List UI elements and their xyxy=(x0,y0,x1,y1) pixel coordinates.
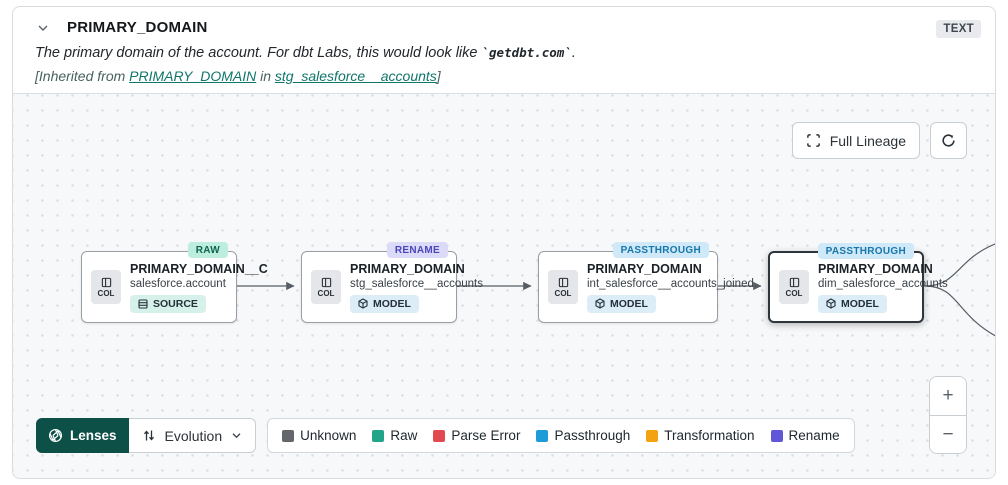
node-column-name: PRIMARY_DOMAIN xyxy=(818,261,933,276)
refresh-button[interactable] xyxy=(930,122,967,159)
node-model-name: salesforce.account xyxy=(130,277,226,290)
chevron-down-icon xyxy=(231,432,242,439)
model-cube-icon xyxy=(595,298,605,309)
model-cube-icon xyxy=(358,298,368,309)
evolution-badge: PASSTHROUGH xyxy=(817,243,914,259)
node-type-tag: MODEL xyxy=(350,294,419,313)
model-cube-icon xyxy=(826,298,836,309)
lenses-label: Lenses xyxy=(70,428,117,443)
legend-swatch xyxy=(282,429,295,442)
node-type-tag: SOURCE xyxy=(130,294,206,313)
legend-swatch xyxy=(536,429,549,442)
lens-select[interactable]: Evolution xyxy=(128,418,257,453)
node-column-name: PRIMARY_DOMAIN xyxy=(350,261,465,276)
collapse-chevron-icon[interactable] xyxy=(35,20,51,36)
lens-selected-value: Evolution xyxy=(164,427,223,444)
lineage-node-intermediate[interactable]: PASSTHROUGH COL PRIMARY_DOMAIN int_sales… xyxy=(538,242,754,323)
legend-item-transformation: Transformation xyxy=(646,428,755,443)
node-column-name: PRIMARY_DOMAIN xyxy=(587,261,702,276)
lineage-canvas[interactable]: Full Lineage RAW COL PRIMARY_DOMAIN__C xyxy=(13,93,995,478)
node-model-name: dim_salesforce_accounts xyxy=(818,277,948,290)
refresh-icon xyxy=(940,132,957,149)
column-icon: COL xyxy=(779,270,809,304)
legend-swatch xyxy=(433,429,446,442)
column-icon: COL xyxy=(311,270,341,304)
evolution-badge: RAW xyxy=(187,242,228,258)
inline-code: `getdbt.com` xyxy=(481,45,572,60)
column-type-badge: TEXT xyxy=(936,20,981,38)
lineage-node-dim-selected[interactable]: PASSTHROUGH COL PRIMARY_DOMAIN dim_sales… xyxy=(768,243,948,323)
column-lineage-panel: PRIMARY_DOMAIN TEXT The primary domain o… xyxy=(12,6,996,479)
column-description: The primary domain of the account. For d… xyxy=(35,45,576,61)
legend-item-passthrough: Passthrough xyxy=(536,428,630,443)
lens-controls: Lenses Evolution Unknown xyxy=(36,418,855,453)
evolution-icon xyxy=(142,428,156,443)
node-type-tag: MODEL xyxy=(587,294,656,313)
column-icon: COL xyxy=(91,270,121,304)
lineage-node-source[interactable]: RAW COL PRIMARY_DOMAIN__C salesforce.acc… xyxy=(81,242,268,323)
legend-item-raw: Raw xyxy=(372,428,417,443)
legend-swatch xyxy=(770,429,783,442)
full-lineage-button[interactable]: Full Lineage xyxy=(791,122,920,159)
legend-item-unknown: Unknown xyxy=(282,428,356,443)
inherited-column-link[interactable]: PRIMARY_DOMAIN xyxy=(129,68,257,84)
node-model-name: int_salesforce__accounts_joined xyxy=(587,277,754,290)
node-column-name: PRIMARY_DOMAIN__C xyxy=(130,261,268,276)
node-model-name: stg_salesforce__accounts xyxy=(350,277,483,290)
zoom-in-button[interactable]: + xyxy=(930,377,966,415)
zoom-out-button[interactable]: − xyxy=(930,415,966,453)
evolution-badge: PASSTHROUGH xyxy=(612,242,709,258)
evolution-badge: RENAME xyxy=(386,242,448,258)
inherited-note: [Inherited from PRIMARY_DOMAIN in stg_sa… xyxy=(35,68,441,84)
lenses-button[interactable]: Lenses xyxy=(36,418,129,453)
legend-item-rename: Rename xyxy=(770,428,840,443)
source-icon xyxy=(138,298,148,309)
column-icon: COL xyxy=(548,270,578,304)
node-type-tag: MODEL xyxy=(818,294,887,313)
lens-aperture-icon xyxy=(48,428,63,443)
column-title: PRIMARY_DOMAIN xyxy=(67,19,208,36)
column-header: PRIMARY_DOMAIN TEXT The primary domain o… xyxy=(13,7,995,93)
fullscreen-icon xyxy=(806,133,821,148)
inherited-model-link[interactable]: stg_salesforce__accounts xyxy=(274,68,437,84)
legend-swatch xyxy=(646,429,659,442)
legend-item-parse-error: Parse Error xyxy=(433,428,520,443)
lineage-node-staging[interactable]: RENAME COL PRIMARY_DOMAIN stg_salesforce… xyxy=(301,242,483,323)
full-lineage-label: Full Lineage xyxy=(829,132,906,149)
zoom-controls: + − xyxy=(929,376,967,454)
legend-swatch xyxy=(372,429,385,442)
evolution-legend: Unknown Raw Parse Error Passthrough Tran… xyxy=(267,418,855,453)
